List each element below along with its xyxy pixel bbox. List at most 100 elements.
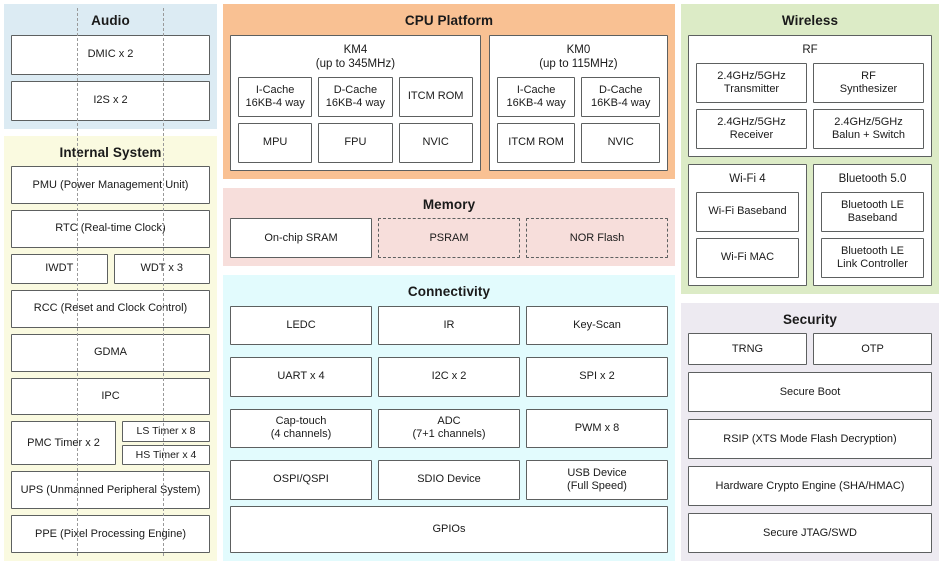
block-km0-itcm-rom[interactable]: ITCM ROM — [496, 122, 576, 163]
block-i2s[interactable]: I2S x 2 — [11, 80, 210, 121]
block-i2c[interactable]: I2C x 2 — [378, 357, 520, 397]
block-on-chip-sram[interactable]: On-chip SRAM — [230, 218, 372, 259]
block-adc[interactable]: ADC (7+1 channels) — [378, 408, 520, 449]
row-watchdogs: IWDT WDT x 3 — [11, 253, 210, 284]
block-rtc[interactable]: RTC (Real-time Clock) — [11, 209, 210, 248]
panel-title-security: Security — [782, 311, 838, 327]
security-row-1: TRNG OTP — [688, 333, 932, 366]
row-timers: PMC Timer x 2 LS Timer x 8 HS Timer x 4 — [11, 421, 210, 466]
block-ppe[interactable]: PPE (Pixel Processing Engine) — [11, 515, 210, 554]
connectivity-row-4: OSPI/QSPI SDIO Device USB Device (Full S… — [230, 460, 668, 500]
block-ls-timer[interactable]: LS Timer x 8 — [122, 421, 210, 442]
km0-clock: (up to 115MHz) — [539, 57, 618, 70]
block-wifi-mac[interactable]: Wi-Fi MAC — [696, 237, 799, 278]
right-column: Wireless RF 2.4GHz/5GHz Transmitter RF S… — [681, 4, 939, 561]
panel-title-audio: Audio — [91, 13, 130, 28]
block-key-scan[interactable]: Key-Scan — [526, 305, 668, 346]
km0-row-2: ITCM ROM NVIC — [496, 122, 660, 163]
block-dmic[interactable]: DMIC x 2 — [11, 34, 210, 75]
block-pmc-timer[interactable]: PMC Timer x 2 — [11, 421, 117, 466]
block-secure-jtag[interactable]: Secure JTAG/SWD — [688, 513, 932, 553]
block-km0-nvic[interactable]: NVIC — [581, 122, 660, 163]
block-spi[interactable]: SPI x 2 — [526, 357, 668, 397]
km0-name: KM0 — [566, 43, 591, 56]
wifi-title: Wi-Fi 4 — [729, 172, 766, 185]
panel-title-internal-system: Internal System — [59, 144, 162, 160]
block-usb-device[interactable]: USB Device (Full Speed) — [526, 460, 668, 500]
block-rf-receiver[interactable]: 2.4GHz/5GHz Receiver — [696, 108, 807, 149]
block-ipc[interactable]: IPC — [11, 377, 210, 416]
block-km4-itcm-rom[interactable]: ITCM ROM — [398, 76, 473, 117]
wifi-blocks: Wi-Fi Baseband Wi-Fi MAC — [696, 191, 799, 278]
panel-cpu-platform: CPU Platform KM4 (up to 345MHz) I-Cache … — [223, 4, 675, 179]
panel-memory: Memory On-chip SRAM PSRAM NOR Flash — [223, 187, 675, 267]
block-psram[interactable]: PSRAM — [378, 218, 520, 259]
rf-row-2: 2.4GHz/5GHz Receiver 2.4GHz/5GHz Balun +… — [696, 108, 924, 149]
bluetooth-title: Bluetooth 5.0 — [838, 172, 907, 185]
block-km4-mpu[interactable]: MPU — [238, 122, 313, 163]
block-wdt[interactable]: WDT x 3 — [113, 253, 210, 284]
block-ups[interactable]: UPS (Unmanned Peripheral System) — [11, 471, 210, 510]
km4-title: KM4 (up to 345MHz) — [238, 42, 473, 77]
block-gpios[interactable]: GPIOs — [230, 505, 668, 553]
block-pwm[interactable]: PWM x 8 — [526, 408, 668, 449]
group-rf: RF 2.4GHz/5GHz Transmitter RF Synthesize… — [688, 34, 932, 157]
block-ospi-qspi[interactable]: OSPI/QSPI — [230, 460, 372, 500]
group-km4: KM4 (up to 345MHz) I-Cache 16KB-4 way D-… — [230, 34, 481, 171]
km4-row-2: MPU FPU NVIC — [238, 122, 473, 163]
block-rf-balun-switch[interactable]: 2.4GHz/5GHz Balun + Switch — [813, 108, 924, 149]
block-cap-touch[interactable]: Cap-touch (4 channels) — [230, 408, 372, 449]
block-secure-boot[interactable]: Secure Boot — [688, 372, 932, 413]
block-hs-timer[interactable]: HS Timer x 4 — [122, 444, 210, 466]
audio-blocks: DMIC x 2 I2S x 2 — [11, 34, 210, 121]
panel-connectivity: Connectivity LEDC IR Key-Scan UART x 4 I… — [223, 275, 675, 561]
block-rcc[interactable]: RCC (Reset and Clock Control) — [11, 289, 210, 328]
block-sdio-device[interactable]: SDIO Device — [378, 460, 520, 500]
block-uart[interactable]: UART x 4 — [230, 357, 372, 397]
block-rf-transmitter[interactable]: 2.4GHz/5GHz Transmitter — [696, 62, 807, 103]
km0-row-1: I-Cache 16KB-4 way D-Cache 16KB-4 way — [496, 76, 660, 117]
block-rf-synthesizer[interactable]: RF Synthesizer — [813, 62, 924, 103]
block-gdma[interactable]: GDMA — [11, 333, 210, 372]
middle-column: CPU Platform KM4 (up to 345MHz) I-Cache … — [223, 4, 675, 561]
memory-blocks: On-chip SRAM PSRAM NOR Flash — [230, 218, 668, 259]
block-km0-dcache[interactable]: D-Cache 16KB-4 way — [581, 76, 660, 117]
panel-title-memory: Memory — [422, 196, 476, 212]
cpu-cores: KM4 (up to 345MHz) I-Cache 16KB-4 way D-… — [230, 34, 668, 171]
rf-row-1: 2.4GHz/5GHz Transmitter RF Synthesizer — [696, 62, 924, 103]
block-nor-flash[interactable]: NOR Flash — [526, 218, 668, 259]
timer-stack: LS Timer x 8 HS Timer x 4 — [122, 421, 210, 466]
panel-wireless: Wireless RF 2.4GHz/5GHz Transmitter RF S… — [681, 4, 939, 294]
panel-internal-system: Internal System PMU (Power Management Un… — [4, 135, 217, 561]
block-pmu[interactable]: PMU (Power Management Unit) — [11, 166, 210, 204]
bluetooth-blocks: Bluetooth LE Baseband Bluetooth LE Link … — [821, 191, 924, 278]
block-km4-nvic[interactable]: NVIC — [398, 122, 473, 163]
block-iwdt[interactable]: IWDT — [11, 253, 108, 284]
block-km0-icache[interactable]: I-Cache 16KB-4 way — [496, 76, 576, 117]
rf-title: RF — [802, 43, 818, 56]
block-crypto-engine[interactable]: Hardware Crypto Engine (SHA/HMAC) — [688, 466, 932, 506]
left-column: Audio DMIC x 2 I2S x 2 Internal System P… — [4, 4, 217, 561]
block-km4-fpu[interactable]: FPU — [318, 122, 393, 163]
connectivity-rows: LEDC IR Key-Scan UART x 4 I2C x 2 SPI x … — [230, 305, 668, 553]
km4-name: KM4 — [343, 43, 368, 56]
km4-clock: (up to 345MHz) — [315, 57, 396, 70]
panel-title-connectivity: Connectivity — [407, 284, 491, 300]
panel-security: Security TRNG OTP Secure Boot RSIP (XTS … — [681, 302, 939, 561]
km0-title: KM0 (up to 115MHz) — [497, 42, 660, 77]
block-ble-baseband[interactable]: Bluetooth LE Baseband — [821, 191, 924, 232]
block-ledc[interactable]: LEDC — [230, 305, 372, 346]
block-ir[interactable]: IR — [378, 305, 520, 346]
panel-audio: Audio DMIC x 2 I2S x 2 — [4, 4, 217, 129]
security-blocks: TRNG OTP Secure Boot RSIP (XTS Mode Flas… — [688, 333, 932, 553]
wireless-protocols: Wi-Fi 4 Wi-Fi Baseband Wi-Fi MAC Bluetoo… — [688, 163, 932, 286]
block-trng[interactable]: TRNG — [688, 333, 807, 366]
block-rsip[interactable]: RSIP (XTS Mode Flash Decryption) — [688, 419, 932, 460]
block-km4-icache[interactable]: I-Cache 16KB-4 way — [238, 76, 313, 117]
connectivity-row-3: Cap-touch (4 channels) ADC (7+1 channels… — [230, 408, 668, 449]
block-km4-dcache[interactable]: D-Cache 16KB-4 way — [318, 76, 393, 117]
block-otp[interactable]: OTP — [813, 333, 932, 366]
block-wifi-baseband[interactable]: Wi-Fi Baseband — [696, 191, 799, 232]
block-ble-link-controller[interactable]: Bluetooth LE Link Controller — [821, 237, 924, 278]
